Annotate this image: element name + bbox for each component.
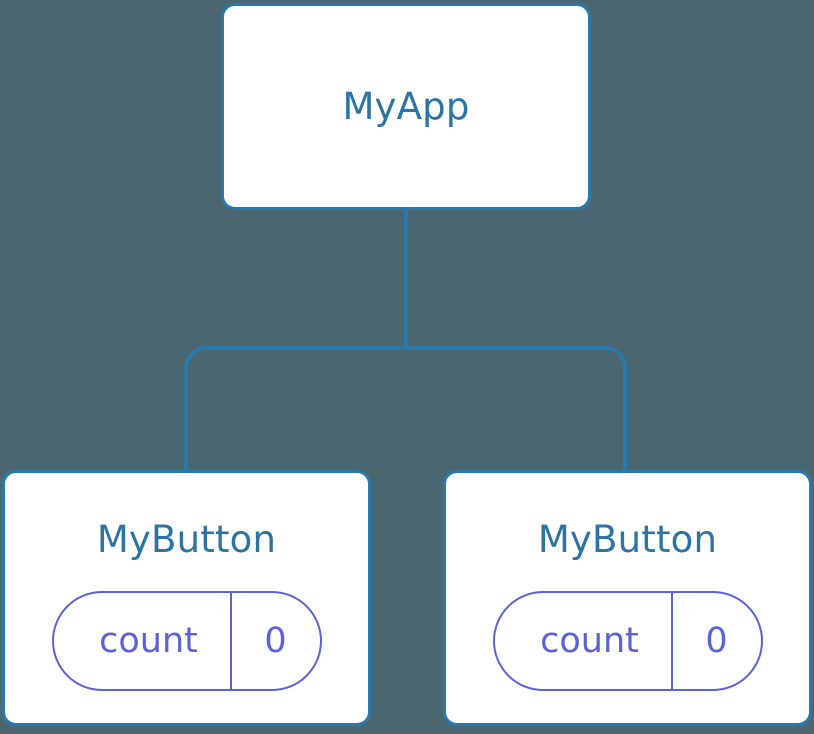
state-value-left: 0 bbox=[229, 593, 320, 689]
node-myapp[interactable]: MyApp bbox=[221, 3, 591, 210]
node-title-child-left: MyButton bbox=[96, 518, 277, 561]
state-key-right: count bbox=[540, 620, 639, 661]
edge-to-child-left bbox=[184, 346, 406, 472]
edge-to-child-right bbox=[406, 346, 627, 472]
state-pill-right[interactable]: count 0 bbox=[492, 591, 763, 691]
node-title-root: MyApp bbox=[342, 85, 470, 128]
node-title-child-right: MyButton bbox=[537, 518, 718, 561]
state-value-right: 0 bbox=[670, 593, 761, 689]
node-mybutton-left[interactable]: MyButton count 0 bbox=[2, 470, 371, 726]
state-pill-left[interactable]: count 0 bbox=[51, 591, 322, 691]
node-mybutton-right[interactable]: MyButton count 0 bbox=[443, 470, 812, 726]
state-key-left: count bbox=[99, 620, 198, 661]
